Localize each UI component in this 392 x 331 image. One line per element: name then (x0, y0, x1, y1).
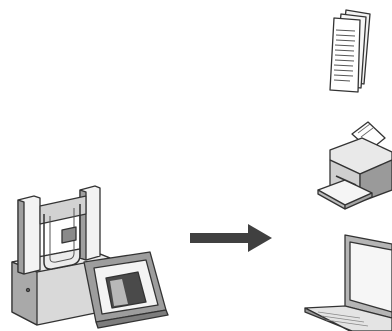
right-arrow-icon (190, 224, 272, 252)
document-pages-icon (329, 9, 371, 93)
document-scanner-icon (11, 185, 169, 329)
printer-icon (317, 121, 392, 210)
laptop-icon (304, 234, 392, 331)
